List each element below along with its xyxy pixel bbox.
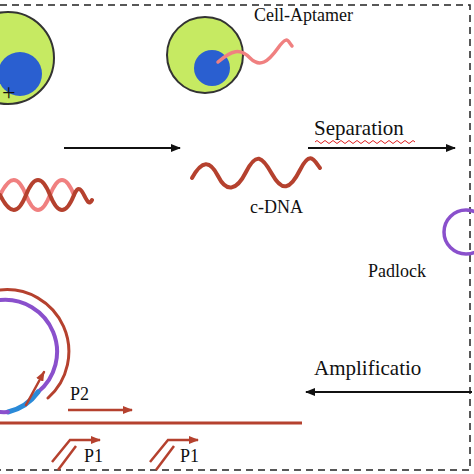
cdna-strand [192, 158, 320, 187]
spellcheck-underline [315, 141, 415, 144]
cell-2 [167, 17, 292, 93]
dashed-frame [0, 5, 470, 470]
step-label: Amplificatio [314, 358, 421, 379]
cell-1 [0, 12, 54, 104]
primer-arrow [68, 409, 132, 412]
padlock-probe [444, 210, 474, 254]
padlock-label: Padlock [368, 262, 426, 280]
primer-label: P2 [70, 385, 89, 403]
cdna-label: c-DNA [250, 198, 303, 216]
cell-aptamer-label: Cell-Aptamer [254, 6, 353, 24]
primer-label: P1 [180, 447, 199, 465]
reaction-arrow [306, 391, 472, 393]
reaction-arrow [64, 147, 180, 149]
plus-sign: + [2, 80, 16, 104]
rolling-circle [0, 290, 69, 413]
amplified-strand [0, 422, 302, 425]
primer-label: P1 [84, 447, 103, 465]
primer-arrow [52, 440, 198, 470]
reaction-arrow [308, 147, 455, 149]
dna-duplex [0, 180, 92, 210]
step-label: Separation [314, 118, 404, 139]
